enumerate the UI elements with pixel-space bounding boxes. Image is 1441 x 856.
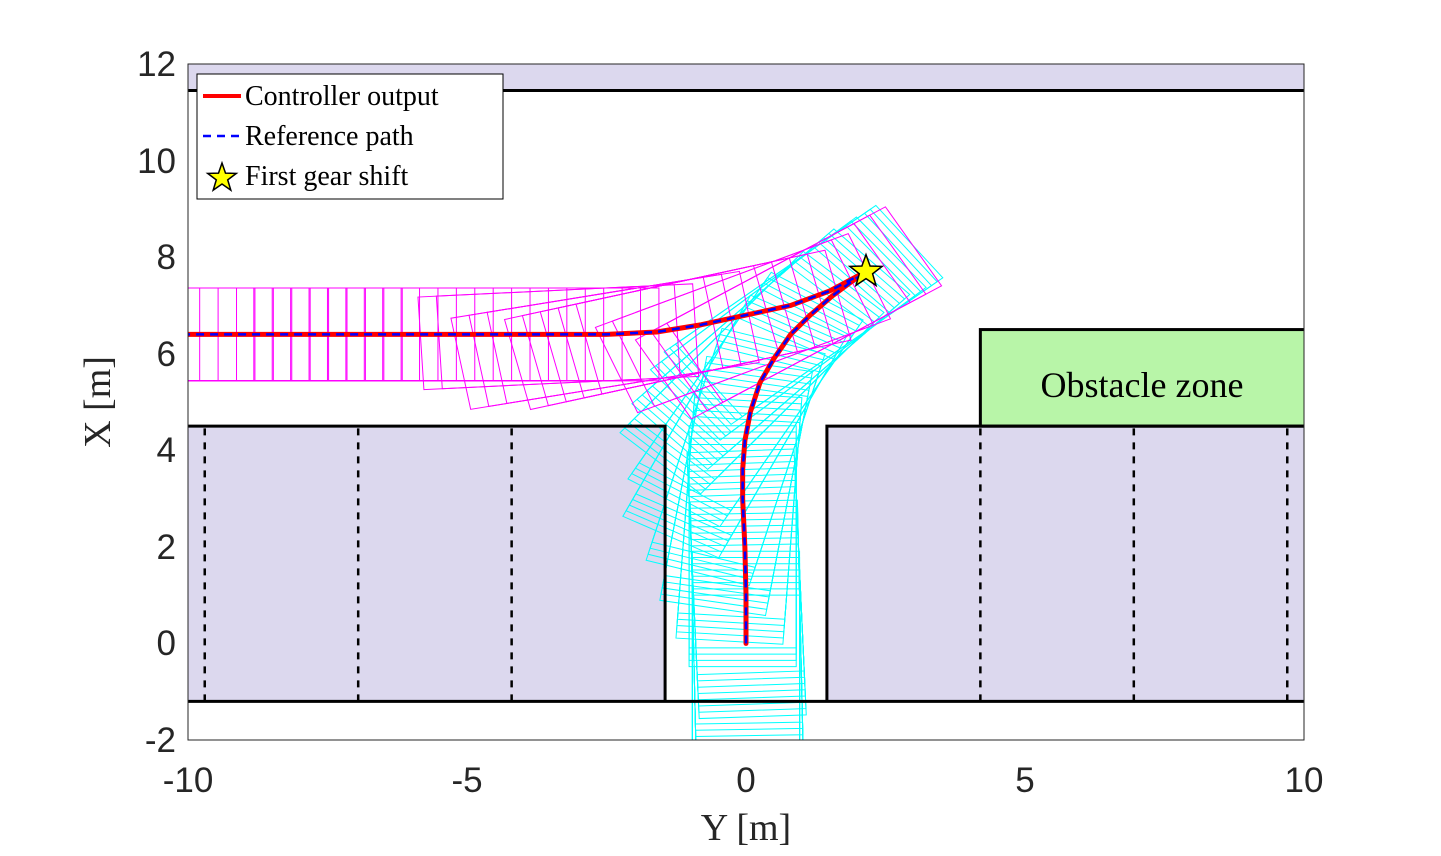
reverse-footprint [651,228,911,453]
reverse-footprint [659,380,809,617]
forward-footprints [188,206,943,420]
reverse-footprint [651,327,826,569]
boundaries [188,89,1304,703]
reverse-footprint [669,208,938,422]
x-tick-label: -10 [163,761,214,800]
reverse-footprint [691,550,801,740]
left-curb [188,424,667,702]
y-axis-title: X [m] [77,356,119,448]
reverse-footprint [674,204,944,418]
right-curb [825,424,1304,702]
x-axis-title: Y [m] [701,807,791,849]
obstacle-zone-label: Obstacle zone [1041,365,1244,405]
x-tick-label: -5 [451,761,482,800]
slot-dividers [203,426,1289,702]
reverse-footprint [638,271,864,512]
y-tick-label: 4 [157,431,176,470]
axes-box [187,63,1305,741]
legend-star-icon [205,160,239,192]
regions [188,64,1304,702]
reverse-footprint [660,216,927,433]
forward-footprint [468,273,742,407]
legend-box [196,73,504,200]
reverse-footprint [689,499,804,725]
x-tick-label: 10 [1285,761,1324,800]
forward-footprint [188,287,273,382]
y-axis: -2 0 2 4 6 8 10 12 X [m] [77,45,176,760]
legend-controller-label: Controller output [245,81,439,112]
forward-footprint [634,222,911,420]
reverse-footprint [664,355,814,592]
reverse-footprint [660,374,810,610]
y-tick-label: -2 [145,721,176,760]
paths [188,252,885,646]
legend-reference-label: Reference path [245,121,414,152]
right-parking-area [826,426,1304,702]
x-tick-label: 5 [1015,761,1034,800]
y-tick-label: 10 [137,142,176,181]
x-tick-label: 0 [736,761,755,800]
reverse-footprint [635,294,848,536]
reverse-footprint [686,448,805,676]
y-tick-label: 2 [157,528,176,567]
gear-shift-star [847,252,885,288]
reverse-footprint [688,425,797,649]
reverse-footprint [691,594,801,740]
y-tick-label: 6 [157,335,176,374]
reverse-footprint [677,390,803,620]
forward-footprint [450,276,724,410]
reference-path-line [188,270,867,644]
legend-gear-shift-label: First gear shift [245,161,409,192]
forward-footprint [503,265,781,411]
legend: Controller output Reference path First g… [196,73,504,200]
y-tick-label: 12 [137,45,176,84]
forward-footprint [594,239,875,414]
y-tick-label: 0 [157,624,176,663]
x-axis: -10 -5 0 5 10 Y [m] [163,761,1324,849]
y-tick-label: 8 [157,238,176,277]
forward-footprint [188,287,255,382]
left-parking-area [188,426,666,702]
